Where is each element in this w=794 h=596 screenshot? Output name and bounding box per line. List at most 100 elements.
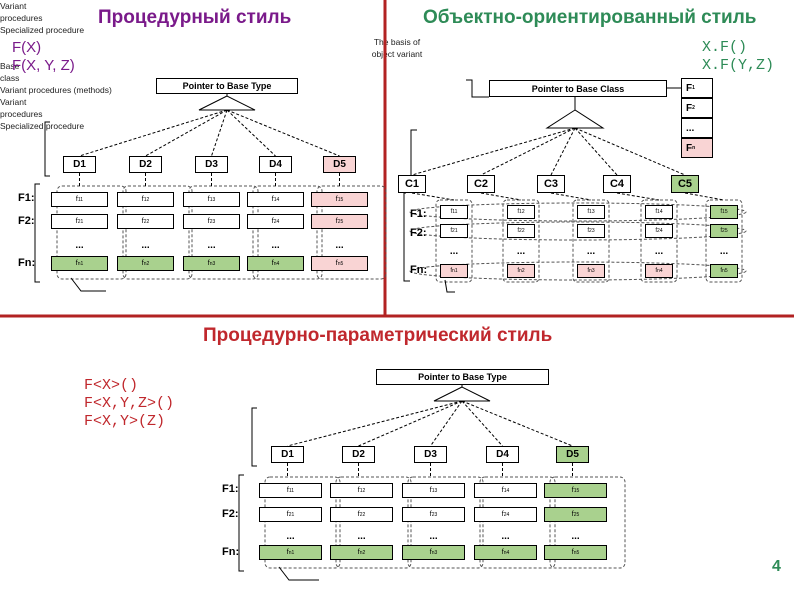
pp-row-label-f1: F1:	[222, 483, 239, 495]
proc-pointer-box: Pointer to Base Type	[156, 78, 298, 94]
oo-row-label-fn: Fn:	[410, 264, 428, 276]
pp-dots-2: ...	[429, 531, 438, 542]
pp-variant-procedures: Variant procedures	[0, 97, 43, 119]
pp-code-1: F<X>()	[84, 377, 139, 394]
oo-base-class: Base class	[0, 61, 20, 83]
oo-code-1: X.F()	[702, 39, 748, 56]
proc-dots-4: ...	[335, 240, 344, 251]
pp-col-d3: D3	[414, 446, 447, 463]
pp-dots-4: ...	[571, 531, 580, 542]
proc-col-d2: D2	[129, 156, 162, 173]
pp-col-d1: D1	[271, 446, 304, 463]
oo-col-c2: C2	[467, 175, 495, 193]
oo-dots-1: ...	[516, 246, 526, 257]
proc-col-d4: D4	[259, 156, 292, 173]
pp-title: Процедурно-параметрический стиль	[203, 325, 553, 346]
pp-pointer-box: Pointer to Base Type	[376, 369, 549, 385]
proc-row-label-fn: Fn:	[18, 257, 36, 269]
slide-number: 4	[772, 558, 781, 575]
procedural-code-1: F(X)	[12, 39, 42, 56]
proc-dots-3: ...	[271, 240, 280, 251]
proc-row-label-f2: F2:	[18, 215, 35, 227]
oo-variant-methods: Variant procedures (methods)	[0, 85, 112, 95]
procedural-code-2: F(X, Y, Z)	[12, 57, 75, 74]
proc-col-d3: D3	[195, 156, 228, 173]
oo-vtable-2: ...	[681, 118, 713, 138]
oo-pointer-box: Pointer to Base Class	[489, 80, 667, 97]
pp-col-d4: D4	[486, 446, 519, 463]
pp-dots-3: ...	[501, 531, 510, 542]
proc-col-d1: D1	[63, 156, 96, 173]
pp-row-label-f2: F2:	[222, 508, 239, 520]
oo-title: Объектно-ориентированный стиль	[423, 7, 757, 28]
proc-dots-2: ...	[207, 240, 216, 251]
oo-col-c1: C1	[398, 175, 426, 193]
oo-col-c3: C3	[537, 175, 565, 193]
proc-col-d5: D5	[323, 156, 356, 173]
oo-dots-2: ...	[586, 246, 596, 257]
oo-col-c4: C4	[603, 175, 631, 193]
oo-dots-0: ...	[449, 246, 459, 257]
pp-col-d5: D5	[556, 446, 589, 463]
pp-specialized: Specialized procedure	[0, 121, 85, 131]
pp-row-label-fn: Fn:	[222, 546, 240, 558]
proc-dots-1: ...	[141, 240, 150, 251]
pp-code-2: F<X,Y,Z>()	[84, 395, 175, 412]
oo-dots-4: ...	[719, 246, 729, 257]
proc-specialized: Specialized procedure	[0, 25, 85, 35]
oo-col-c5: C5	[671, 175, 699, 193]
pp-dots-1: ...	[357, 531, 366, 542]
oo-row-label-f2: F2:	[410, 227, 427, 239]
proc-row-label-f1: F1:	[18, 192, 35, 204]
pp-dots-0: ...	[286, 531, 295, 542]
procedural-title: Процедурный стиль	[98, 7, 292, 28]
